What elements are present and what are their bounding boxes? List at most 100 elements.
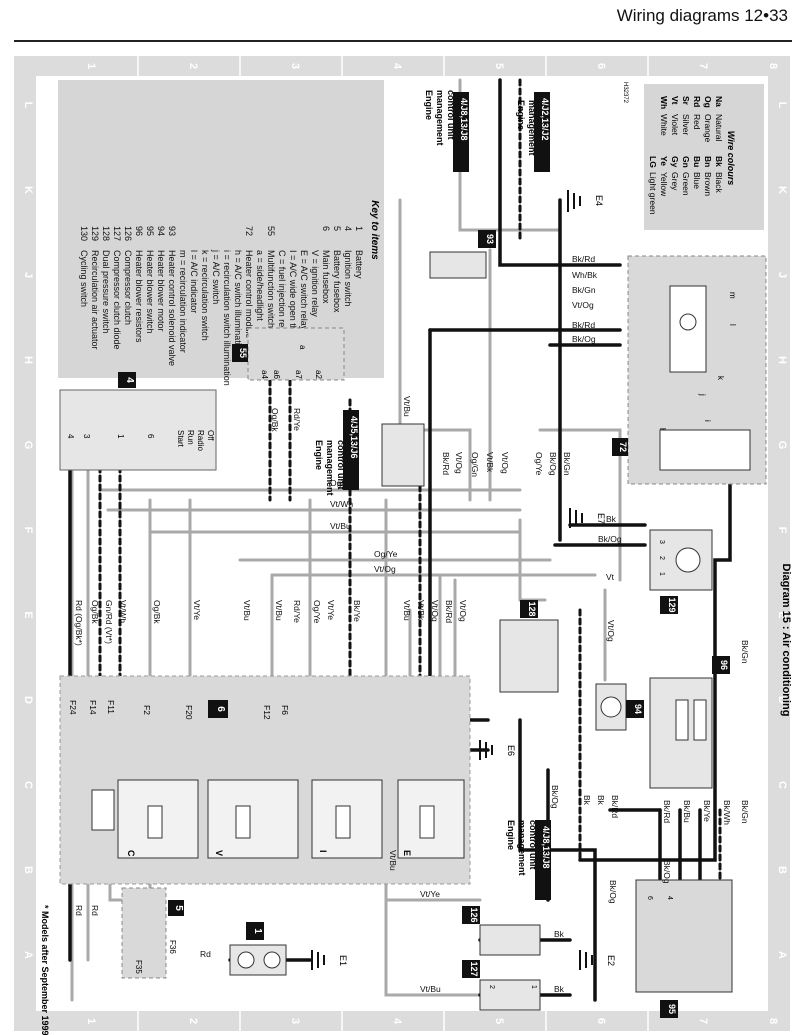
key-title: Key to items — [369, 200, 380, 260]
row-label: F — [22, 527, 34, 534]
key-text: a = side/headlight — [255, 250, 265, 321]
wire-bk-gn — [578, 338, 732, 862]
svg-text:Vt/Og: Vt/Og — [572, 300, 594, 310]
svg-text:Bk/Ye: Bk/Ye — [352, 600, 362, 622]
svg-text:Brown: Brown — [703, 172, 713, 196]
svg-text:Sr: Sr — [681, 96, 691, 106]
row-label: A — [22, 951, 34, 959]
svg-text:White: White — [659, 114, 669, 136]
key-text: l = A/C indicator — [189, 250, 199, 313]
svg-text:Bu: Bu — [692, 156, 702, 167]
svg-text:Bk/Gn: Bk/Gn — [572, 285, 596, 295]
svg-text:Engine: Engine — [424, 90, 434, 120]
svg-text:I: I — [318, 850, 328, 853]
svg-text:Wh/Bk: Wh/Bk — [572, 270, 598, 280]
key-text: Compressor clutch diode — [112, 250, 122, 350]
svg-text:Grey: Grey — [670, 172, 680, 191]
svg-text:Bk/Gn: Bk/Gn — [740, 640, 750, 664]
svg-text:Og/Bk: Og/Bk — [270, 408, 280, 432]
wire-vt-bu — [384, 898, 482, 997]
key-text: j = A/C switch — [211, 249, 221, 304]
page-header: Wiring diagrams 12•33 — [0, 0, 800, 48]
col-label: 2 — [187, 63, 199, 69]
compressor-clutch-diode — [479, 979, 541, 1011]
key-text: Heater control solenoid valve — [167, 250, 177, 366]
col-label: 7 — [697, 63, 709, 69]
svg-text:a7: a7 — [294, 370, 303, 379]
key-text: E = A/C switch relay — [299, 250, 309, 331]
svg-text:Start: Start — [176, 430, 185, 448]
wire-bk — [518, 718, 597, 1002]
pin-label: 1 — [530, 985, 537, 989]
svg-text:4/J8,13/J8: 4/J8,13/J8 — [459, 98, 469, 141]
svg-text:Vt/Ye: Vt/Ye — [326, 600, 336, 620]
key-text: Dual pressure switch — [101, 250, 111, 334]
label-badge — [246, 922, 264, 940]
svg-text:Gn: Gn — [681, 156, 691, 168]
label-badge — [462, 960, 480, 978]
key-text: Recirculation air actuator — [90, 250, 100, 350]
ecu-ref-2: Engine management 4/J2,13/J2 — [516, 92, 550, 172]
key-text: h = A/C switch illumination — [233, 250, 243, 355]
dual-pressure-switch — [499, 619, 559, 693]
component-label: 128 — [527, 601, 537, 616]
svg-text:Vt: Vt — [520, 610, 530, 619]
component-label: 1 — [252, 928, 263, 934]
key-num: 94 — [156, 226, 166, 236]
svg-text:Vt/Og: Vt/Og — [430, 600, 440, 622]
svg-text:3: 3 — [82, 434, 91, 439]
fuses: F24 F14 F11 F2 F20 F12 F6 — [68, 700, 290, 720]
col-label: 4 — [391, 1018, 403, 1025]
compressor-clutch — [479, 924, 541, 956]
key-text: Ignition switch — [343, 250, 353, 307]
svg-text:Vt/Bu: Vt/Bu — [242, 600, 252, 621]
svg-text:1: 1 — [116, 434, 125, 439]
col-label: 5 — [493, 1018, 505, 1024]
heater-blower-switch — [635, 879, 733, 993]
svg-text:F12: F12 — [262, 705, 272, 720]
svg-text:Yellow: Yellow — [659, 172, 669, 197]
svg-text:Bk: Bk — [554, 929, 565, 939]
svg-text:Light green: Light green — [648, 172, 658, 215]
row-label: G — [22, 441, 34, 450]
component-label: 95 — [667, 1004, 677, 1014]
key-text: Main fusebox — [321, 250, 331, 304]
label-badge — [232, 344, 248, 362]
label-badge — [660, 596, 678, 614]
row-label: D — [22, 696, 34, 704]
row-label: L — [22, 102, 34, 109]
component-label: 55 — [238, 348, 248, 358]
col-label: 8 — [767, 63, 779, 69]
row-label: H — [776, 356, 788, 364]
row-label: E — [776, 611, 788, 618]
svg-text:E2: E2 — [606, 955, 616, 966]
battery-fusebox — [121, 887, 167, 979]
label-badge — [612, 438, 628, 456]
wire-og-ye — [538, 428, 622, 582]
diagram-caption: Diagram 15 : Air conditioning — [780, 564, 792, 717]
svg-text:C: C — [126, 850, 136, 857]
col-label: 1 — [85, 63, 97, 69]
wire-bk-rd — [498, 78, 622, 267]
svg-text:Vt/Ye: Vt/Ye — [192, 600, 202, 620]
svg-text:Engine: Engine — [506, 820, 516, 850]
svg-text:Bk/Og: Bk/Og — [608, 880, 618, 904]
key-text: Compressor clutch — [123, 250, 133, 325]
key-num: 4 — [343, 226, 353, 231]
svg-text:Og/Bk: Og/Bk — [152, 600, 162, 624]
svg-text:E1: E1 — [338, 955, 348, 966]
svg-text:Rd/Ye: Rd/Ye — [292, 600, 302, 623]
svg-text:E: E — [402, 850, 412, 856]
svg-text:Bk: Bk — [582, 795, 592, 806]
svg-text:Bk/Og: Bk/Og — [572, 334, 596, 344]
svg-text:Bk/Rd: Bk/Rd — [610, 795, 620, 818]
row-label: K — [22, 186, 34, 194]
col-label: 3 — [289, 1018, 301, 1024]
component-label: 4 — [124, 377, 135, 383]
key-num: 6 — [321, 226, 331, 231]
ecu-ref-1: Engine management control unit 4/J8,13/J… — [424, 90, 469, 172]
label-badge — [520, 600, 538, 618]
key-num: 5 — [332, 226, 342, 231]
svg-text:Bk: Bk — [554, 984, 565, 994]
